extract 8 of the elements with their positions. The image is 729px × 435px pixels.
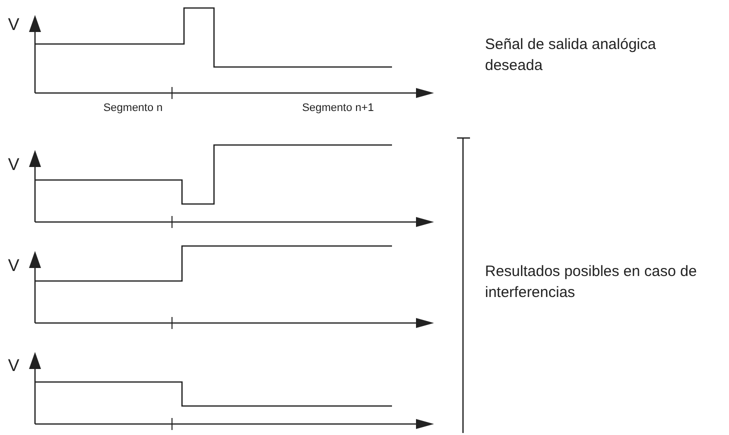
segment-label: Segmento n+1: [301, 101, 375, 116]
description-text: Señal de salida analógica deseada: [485, 35, 657, 76]
axis-label: V: [8, 154, 20, 176]
axis-label: V: [8, 355, 20, 377]
axis-label: V: [8, 14, 20, 36]
axis-label: V: [8, 255, 20, 277]
description-text: Resultados posibles en caso de interferencias: [485, 262, 698, 303]
segment-label: Segmento n: [102, 101, 164, 116]
